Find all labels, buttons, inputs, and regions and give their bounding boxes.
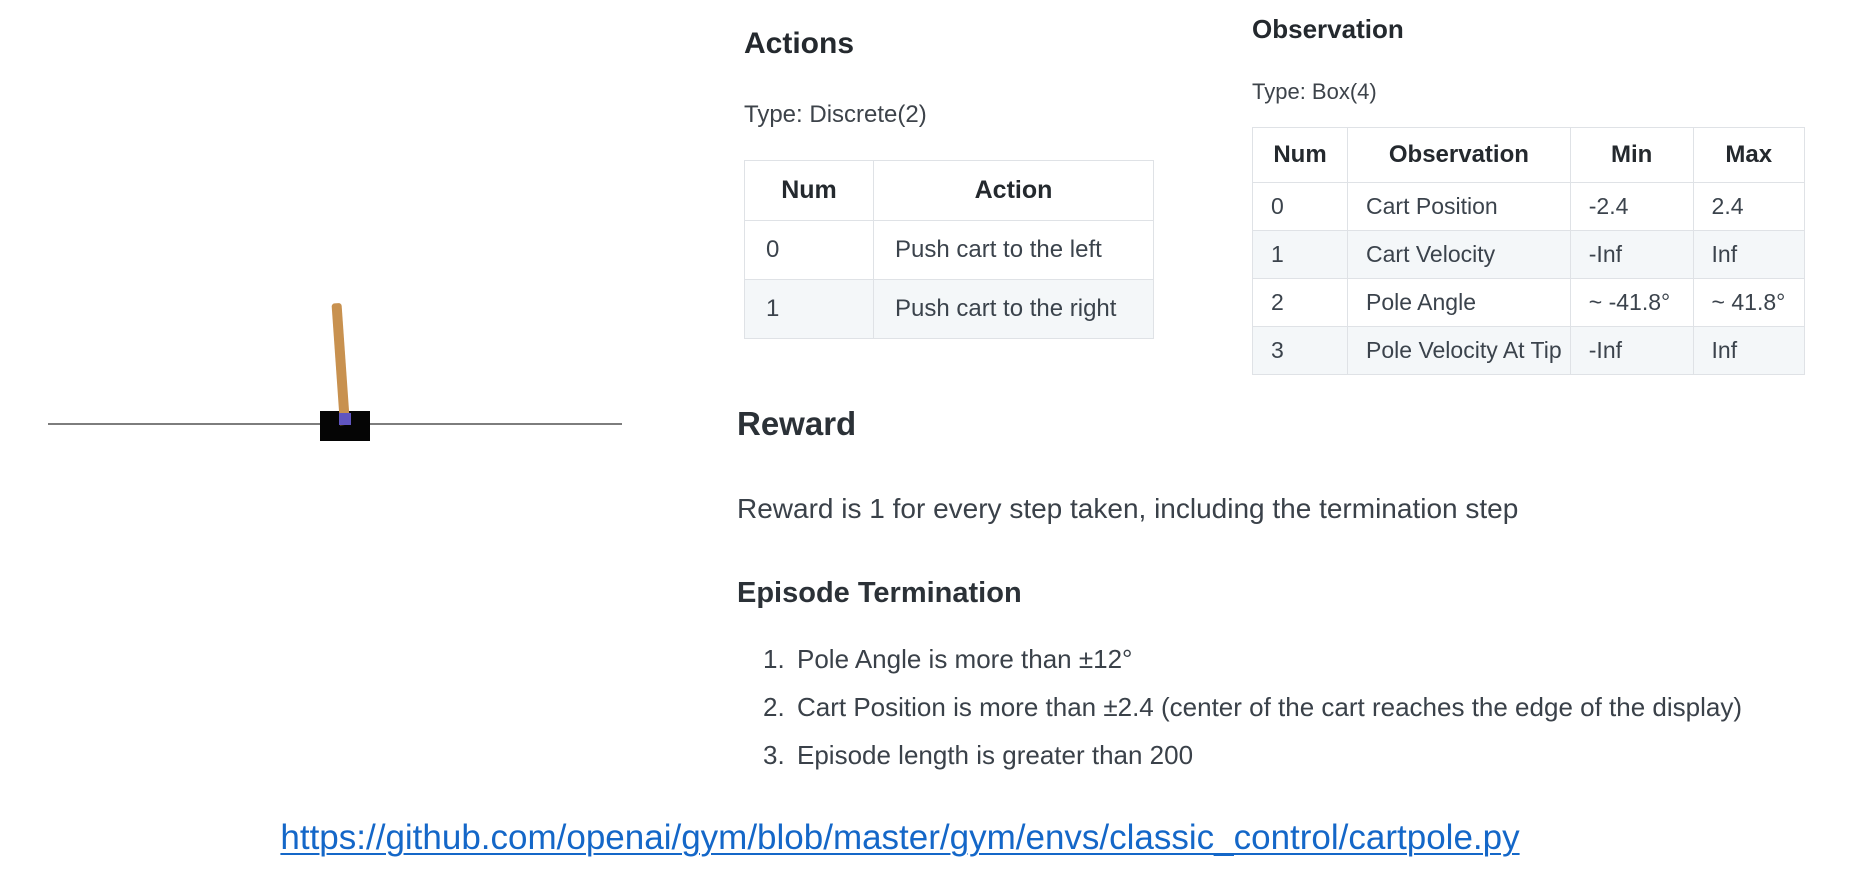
cell-observation: Pole Velocity At Tip — [1347, 326, 1571, 375]
table-row: 1 Push cart to the right — [744, 279, 1154, 339]
cell-num: 3 — [1251, 326, 1349, 375]
observation-section: Observation Type: Box(4) Num Observation… — [1251, 14, 1812, 375]
list-item: 1. Pole Angle is more than ±12° — [737, 643, 1847, 675]
obs-header-min: Min — [1569, 127, 1694, 183]
list-item-text: Cart Position is more than ±2.4 (center … — [797, 692, 1742, 722]
table-row: 3 Pole Velocity At Tip -Inf Inf — [1251, 326, 1806, 375]
actions-header-num: Num — [744, 160, 874, 221]
table-row: 0 Push cart to the left — [744, 220, 1154, 280]
actions-type-label: Type: Discrete(2) — [744, 101, 927, 128]
cell-num: 0 — [744, 220, 874, 280]
cell-max: 2.4 — [1692, 182, 1806, 231]
actions-heading: Actions — [744, 27, 855, 60]
observation-table-header-row: Num Observation Min Max — [1251, 127, 1806, 183]
table-row: 2 Pole Angle ~ -41.8° ~ 41.8° — [1251, 278, 1806, 327]
episode-termination-heading: Episode Termination — [737, 577, 1022, 609]
list-item-text: Pole Angle is more than ±12° — [797, 644, 1133, 674]
list-item-number: 2. — [763, 692, 785, 722]
obs-header-num: Num — [1251, 127, 1349, 183]
cell-num: 1 — [744, 279, 874, 339]
axle-pin — [339, 413, 351, 425]
cartpole-render — [0, 0, 700, 500]
obs-header-max: Max — [1692, 127, 1806, 183]
cell-action: Push cart to the right — [873, 279, 1154, 339]
cell-action: Push cart to the left — [873, 220, 1154, 280]
cell-min: -2.4 — [1569, 182, 1694, 231]
cell-observation: Pole Angle — [1347, 278, 1571, 327]
reward-text: Reward is 1 for every step taken, includ… — [737, 493, 1519, 524]
reward-section: Reward Reward is 1 for every step taken,… — [737, 404, 1847, 787]
observation-type-label: Type: Box(4) — [1252, 79, 1377, 104]
actions-table-header-row: Num Action — [744, 160, 1154, 221]
cell-observation: Cart Velocity — [1347, 230, 1571, 279]
list-item-text: Episode length is greater than 200 — [797, 740, 1194, 770]
list-item-number: 1. — [763, 644, 785, 674]
cell-max: Inf — [1692, 326, 1806, 375]
actions-header-action: Action — [873, 160, 1154, 221]
cell-max: ~ 41.8° — [1692, 278, 1806, 327]
obs-header-observation: Observation — [1347, 127, 1571, 183]
cell-min: -Inf — [1569, 230, 1694, 279]
table-row: 1 Cart Velocity -Inf Inf — [1251, 230, 1806, 279]
list-item: 3. Episode length is greater than 200 — [737, 739, 1847, 771]
cell-max: Inf — [1692, 230, 1806, 279]
observation-heading: Observation — [1252, 14, 1404, 44]
cell-num: 2 — [1251, 278, 1349, 327]
cell-num: 1 — [1251, 230, 1349, 279]
cell-min: ~ -41.8° — [1569, 278, 1694, 327]
actions-table: Num Action 0 Push cart to the left 1 Pus… — [744, 160, 1154, 339]
actions-section: Actions Type: Discrete(2) Num Action 0 P… — [744, 26, 1159, 339]
termination-list: 1. Pole Angle is more than ±12° 2. Cart … — [737, 643, 1847, 771]
cell-observation: Cart Position — [1347, 182, 1571, 231]
cell-min: -Inf — [1569, 326, 1694, 375]
github-link[interactable]: https://github.com/openai/gym/blob/maste… — [280, 818, 1520, 857]
pole — [331, 302, 350, 426]
list-item: 2. Cart Position is more than ±2.4 (cent… — [737, 691, 1847, 723]
table-row: 0 Cart Position -2.4 2.4 — [1251, 182, 1806, 231]
list-item-number: 3. — [763, 740, 785, 770]
source-link-bar: https://github.com/openai/gym/blob/maste… — [0, 818, 1800, 858]
reward-heading: Reward — [737, 405, 857, 442]
observation-table: Num Observation Min Max 0 Cart Position … — [1251, 127, 1806, 375]
cell-num: 0 — [1251, 182, 1349, 231]
